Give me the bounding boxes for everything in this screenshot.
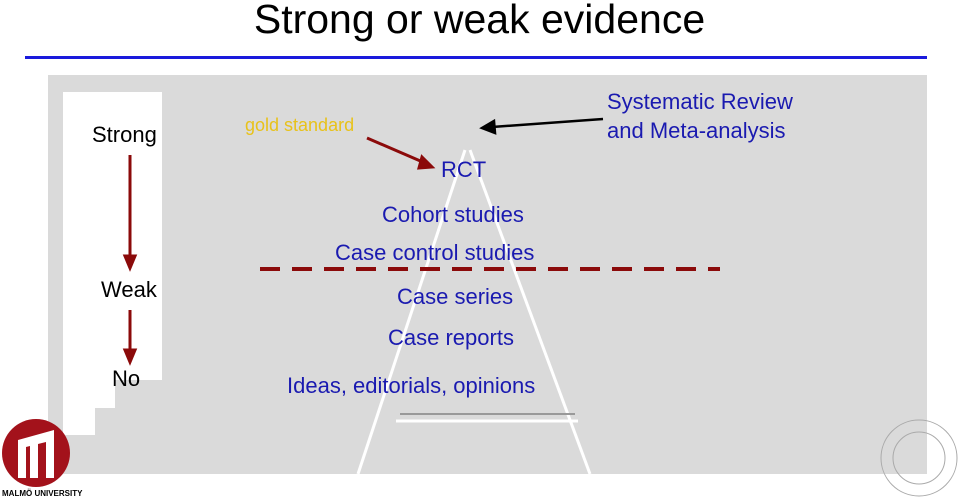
- arrow-head-icon: [416, 154, 436, 170]
- systematic-review-label: Systematic Review: [607, 89, 793, 114]
- gold-arrow: [366, 136, 426, 165]
- level-cohort: Cohort studies: [382, 202, 524, 227]
- scale-no: No: [112, 366, 141, 391]
- review-arrow: [491, 117, 604, 129]
- scale-panel-step: [63, 378, 95, 435]
- scale-panel: [63, 92, 162, 380]
- malmo-logo-icon: [2, 419, 70, 487]
- level-case-control: Case control studies: [335, 240, 535, 265]
- level-case-reports: Case reports: [388, 325, 514, 350]
- arrow-head-icon: [122, 348, 138, 366]
- title-rule: [25, 56, 927, 59]
- diagram-panel: [48, 75, 927, 474]
- arrow-head-icon: [122, 254, 138, 272]
- level-case-series: Case series: [397, 284, 514, 309]
- malmo-university-label: MALMÖ UNIVERSITY: [2, 489, 83, 498]
- gold-standard-label: gold standard: [245, 115, 355, 135]
- slide-title: Strong or weak evidence: [253, 0, 706, 42]
- level-ideas: Ideas, editorials, opinions: [287, 373, 536, 398]
- ladder-icon: [356, 149, 592, 475]
- level-rct: RCT: [441, 157, 487, 182]
- scale-panel-step2: [95, 378, 115, 408]
- meta-analysis-label: and Meta-analysis: [607, 118, 786, 143]
- academy-seal-icon: [880, 419, 958, 497]
- scale-weak: Weak: [101, 277, 157, 302]
- scale-strong: Strong: [92, 122, 157, 147]
- arrow-head-icon: [479, 118, 497, 135]
